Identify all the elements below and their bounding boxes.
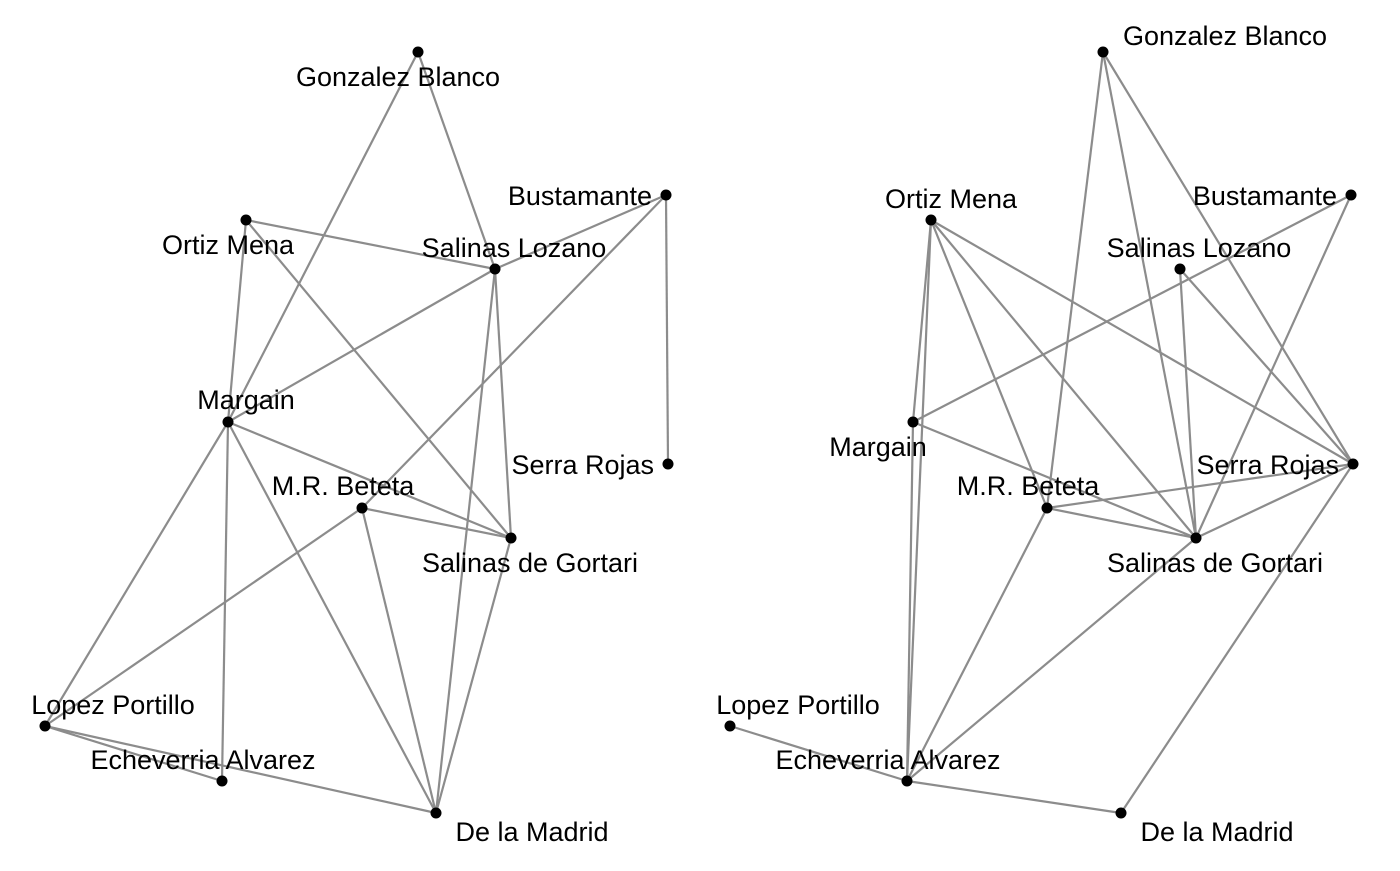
node-margain bbox=[907, 416, 919, 428]
edge-ortiz-mena-to-margain bbox=[226, 219, 248, 423]
edge-margain-to-de-la-madrid bbox=[227, 421, 437, 814]
node-serra-rojas bbox=[1347, 458, 1359, 470]
edge-mr-beteta-to-echeverria-alvarez bbox=[906, 507, 1048, 782]
edge-mr-beteta-to-salinas-de-gortari bbox=[1046, 506, 1197, 540]
node-label-lopez-portillo: Lopez Portillo bbox=[31, 690, 195, 720]
node-label-serra-rojas: Serra Rojas bbox=[1196, 450, 1339, 480]
edge-ortiz-mena-to-mr-beteta bbox=[929, 219, 1049, 509]
node-bustamante bbox=[660, 189, 672, 201]
left-edges bbox=[44, 51, 670, 815]
left-nodes bbox=[39, 46, 674, 819]
edge-echeverria-alvarez-to-de-la-madrid bbox=[906, 779, 1122, 815]
node-label-salinas-lozano: Salinas Lozano bbox=[422, 233, 607, 263]
node-lopez-portillo bbox=[724, 720, 736, 732]
node-label-margain: Margain bbox=[197, 385, 295, 415]
edge-salinas-lozano-to-salinas-de-gortari bbox=[493, 268, 513, 539]
node-margain bbox=[222, 416, 234, 428]
edge-ortiz-mena-to-salinas-lozano bbox=[245, 218, 496, 271]
node-label-echeverria-alvarez: Echeverria Alvarez bbox=[775, 745, 1000, 775]
edge-serra-rojas-to-de-la-madrid bbox=[1120, 463, 1354, 814]
edge-lopez-portillo-to-de-la-madrid bbox=[44, 724, 437, 815]
node-lopez-portillo bbox=[39, 720, 51, 732]
node-label-margain: Margain bbox=[829, 432, 927, 462]
node-label-serra-rojas: Serra Rojas bbox=[511, 450, 654, 480]
node-mr-beteta bbox=[1041, 502, 1053, 514]
node-bustamante bbox=[1345, 189, 1357, 201]
edge-ortiz-mena-to-echeverria-alvarez bbox=[905, 219, 933, 782]
node-serra-rojas bbox=[662, 458, 674, 470]
node-label-de-la-madrid: De la Madrid bbox=[455, 817, 608, 847]
edge-margain-to-echeverria-alvarez bbox=[905, 421, 915, 782]
edge-salinas-de-gortari-to-serra-rojas bbox=[1195, 463, 1354, 539]
node-label-mr-beteta: M.R. Beteta bbox=[957, 471, 1101, 501]
edge-salinas-lozano-to-de-la-madrid bbox=[434, 268, 497, 814]
edge-margain-to-salinas-de-gortari bbox=[227, 420, 512, 540]
node-echeverria-alvarez bbox=[901, 775, 913, 787]
edge-mr-beteta-to-de-la-madrid bbox=[360, 507, 438, 814]
edge-bustamante-to-salinas-de-gortari bbox=[1194, 194, 1353, 539]
node-label-ortiz-mena: Ortiz Mena bbox=[162, 230, 295, 260]
node-de-la-madrid bbox=[1115, 807, 1127, 819]
node-echeverria-alvarez bbox=[216, 775, 228, 787]
edge-ortiz-mena-to-margain bbox=[911, 219, 933, 423]
edge-lopez-portillo-to-echeverria-alvarez bbox=[44, 724, 223, 783]
edge-gonzalez-blanco-to-salinas-lozano bbox=[416, 51, 497, 270]
node-label-salinas-de-gortari: Salinas de Gortari bbox=[1107, 548, 1323, 578]
node-salinas-lozano bbox=[1174, 263, 1186, 275]
node-gonzalez-blanco bbox=[1097, 46, 1109, 58]
edge-ortiz-mena-to-salinas-de-gortari bbox=[245, 219, 512, 539]
edge-salinas-lozano-to-salinas-de-gortari bbox=[1178, 268, 1198, 539]
node-label-de-la-madrid: De la Madrid bbox=[1140, 817, 1293, 847]
edge-ortiz-mena-to-salinas-de-gortari bbox=[930, 219, 1197, 539]
edge-gonzalez-blanco-to-salinas-de-gortari bbox=[1101, 51, 1198, 539]
edge-gonzalez-blanco-to-mr-beteta bbox=[1045, 51, 1105, 509]
edge-salinas-de-gortari-to-de-la-madrid bbox=[434, 537, 513, 814]
node-gonzalez-blanco bbox=[412, 46, 424, 58]
node-label-ortiz-mena: Ortiz Mena bbox=[885, 184, 1018, 214]
right-edges bbox=[729, 51, 1354, 815]
node-ortiz-mena bbox=[240, 214, 252, 226]
edge-bustamante-to-serra-rojas bbox=[664, 194, 670, 465]
edge-bustamante-to-mr-beteta bbox=[361, 194, 667, 509]
edge-mr-beteta-to-salinas-de-gortari bbox=[361, 506, 512, 540]
node-label-bustamante: Bustamante bbox=[1193, 181, 1337, 211]
node-ortiz-mena bbox=[925, 214, 937, 226]
edge-bustamante-to-margain bbox=[912, 194, 1352, 423]
node-label-lopez-portillo: Lopez Portillo bbox=[716, 690, 880, 720]
edge-margain-to-salinas-de-gortari bbox=[912, 420, 1197, 540]
edge-ortiz-mena-to-serra-rojas bbox=[930, 219, 1354, 465]
node-label-gonzalez-blanco: Gonzalez Blanco bbox=[296, 62, 500, 92]
node-label-gonzalez-blanco: Gonzalez Blanco bbox=[1123, 21, 1327, 51]
edge-mr-beteta-to-serra-rojas bbox=[1046, 462, 1354, 510]
node-label-mr-beteta: M.R. Beteta bbox=[272, 471, 416, 501]
edge-bustamante-to-salinas-lozano bbox=[494, 193, 667, 271]
edge-gonzalez-blanco-to-margain bbox=[227, 51, 419, 423]
edge-salinas-lozano-to-serra-rojas bbox=[1179, 268, 1354, 465]
edge-salinas-lozano-to-margain bbox=[227, 268, 496, 423]
node-de-la-madrid bbox=[430, 807, 442, 819]
node-label-salinas-de-gortari: Salinas de Gortari bbox=[422, 548, 638, 578]
node-salinas-de-gortari bbox=[1190, 532, 1202, 544]
edge-mr-beteta-to-lopez-portillo bbox=[44, 507, 363, 727]
node-salinas-de-gortari bbox=[505, 532, 517, 544]
node-label-bustamante: Bustamante bbox=[508, 181, 652, 211]
edge-lopez-portillo-to-echeverria-alvarez bbox=[729, 724, 908, 783]
node-label-echeverria-alvarez: Echeverria Alvarez bbox=[90, 745, 315, 775]
node-salinas-lozano bbox=[489, 263, 501, 275]
node-mr-beteta bbox=[356, 502, 368, 514]
edge-margain-to-lopez-portillo bbox=[44, 421, 229, 727]
right-nodes bbox=[724, 46, 1359, 819]
edge-salinas-de-gortari-to-echeverria-alvarez bbox=[906, 537, 1197, 782]
node-label-salinas-lozano: Salinas Lozano bbox=[1107, 233, 1292, 263]
